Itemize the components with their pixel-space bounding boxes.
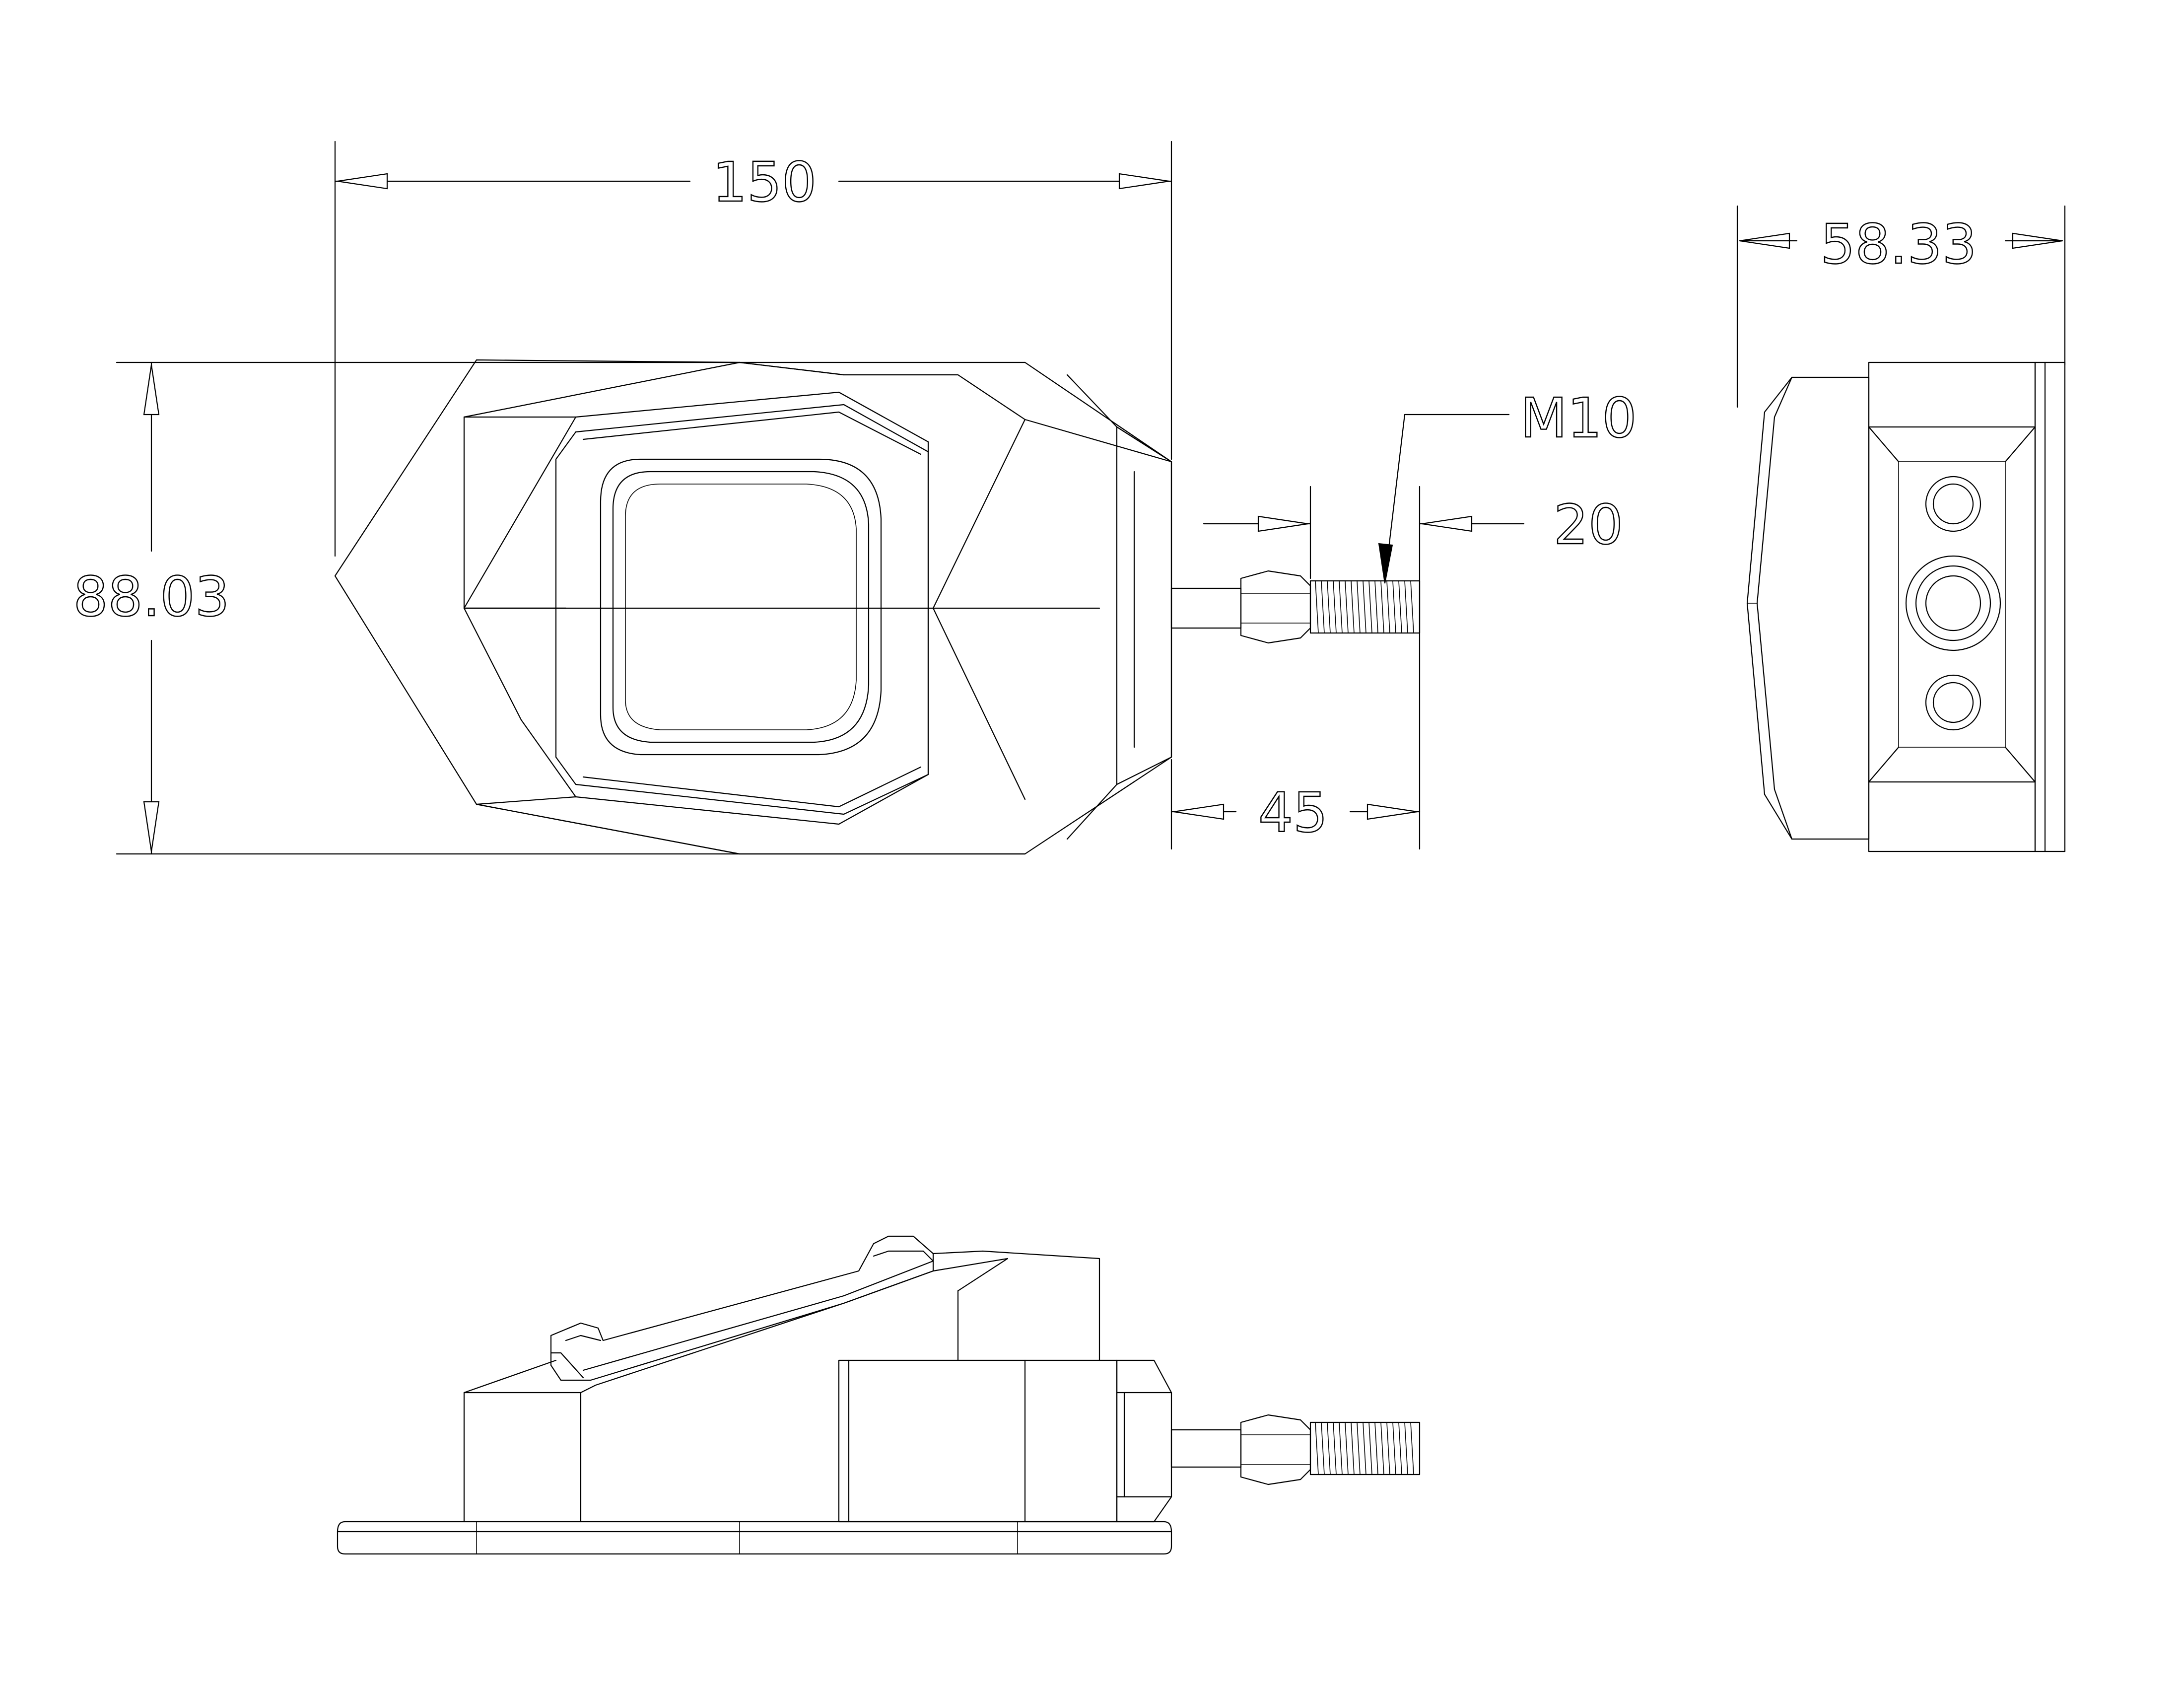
- front-view: [334, 359, 1421, 855]
- dim-thread-length-label: 20: [1554, 493, 1623, 557]
- side-view: 58.33: [1736, 205, 2066, 852]
- dim-height-label: 88.03: [73, 565, 230, 629]
- dimension-20: 20: [1203, 486, 1624, 850]
- top-bolt-thread: [1315, 1422, 1414, 1475]
- front-bolt-thread: [1315, 580, 1414, 633]
- dim-bolt-length-label: 45: [1258, 781, 1328, 844]
- thread-spec-label: M10: [1520, 386, 1637, 450]
- top-view: [337, 1235, 1421, 1555]
- dimension-88-03: 88.03: [72, 361, 1026, 855]
- dimension-45: 45: [1170, 759, 1421, 850]
- leader-m10: M10: [1378, 386, 1638, 584]
- dim-width-label: 150: [712, 150, 817, 214]
- dim-depth-label: 58.33: [1821, 212, 1977, 276]
- dimension-150: 150: [334, 141, 1172, 557]
